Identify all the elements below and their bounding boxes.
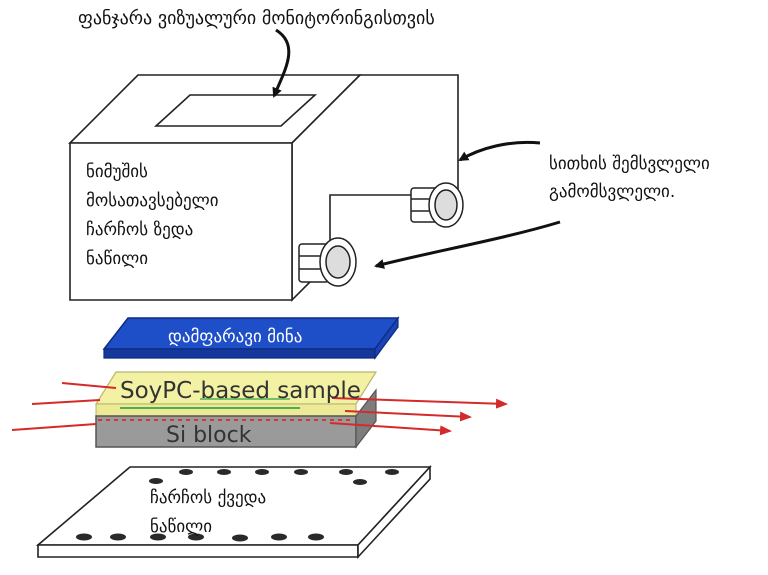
- window-label: ფანჯარა ვიზუალური მონიტორინგისთვის: [78, 8, 435, 29]
- glass-label: დამფარავი მინა: [168, 327, 302, 347]
- sample-label: SoyPC-based sample: [120, 378, 361, 404]
- top-frame-label-line: მოსათავსებელი: [86, 191, 219, 211]
- bottom-frame-side-face: [357, 464, 431, 560]
- outlet-fitting: [298, 237, 357, 287]
- top-frame-label-line: ნაწილი: [86, 249, 149, 269]
- block-label: Si block: [166, 423, 252, 448]
- bottom-frame-front-face: [37, 544, 359, 558]
- si-block: [95, 388, 377, 449]
- top-frame-label-line: ჩარჩოს ზედა: [86, 220, 194, 240]
- bottom-frame-label-line: ჩარჩოს ქვედა: [150, 488, 267, 508]
- ports-label-line: გამომსვლელი.: [549, 182, 676, 202]
- bottom-frame-holes: [76, 469, 399, 542]
- bottom-frame: [35, 464, 432, 560]
- sample-layer: [94, 371, 378, 417]
- bottom-frame-label: ჩარჩოს ქვედა ნაწილი: [150, 484, 380, 542]
- ports-label: სითხის შემსვლელი გამომსვლელი.: [549, 150, 759, 206]
- bottom-frame-label-line: ნაწილი: [150, 517, 213, 537]
- cover-glass: [102, 316, 400, 360]
- inlet-fitting: [410, 182, 464, 228]
- top-frame-side-face: [291, 74, 459, 302]
- top-frame-label: ნიმუშის მოსათავსებელი ჩარჩოს ზედა ნაწილი: [86, 158, 316, 274]
- top-frame: [68, 74, 459, 302]
- outlet-arrow: [374, 220, 561, 269]
- neutron-beams: [11, 382, 508, 436]
- window-arrow: [272, 28, 291, 98]
- top-frame-front-face: [69, 142, 293, 301]
- inlet-arrow: [458, 140, 541, 162]
- top-frame-label-line: ნიმუშის: [86, 162, 148, 182]
- ports-label-line: სითხის შემსვლელი: [549, 154, 710, 174]
